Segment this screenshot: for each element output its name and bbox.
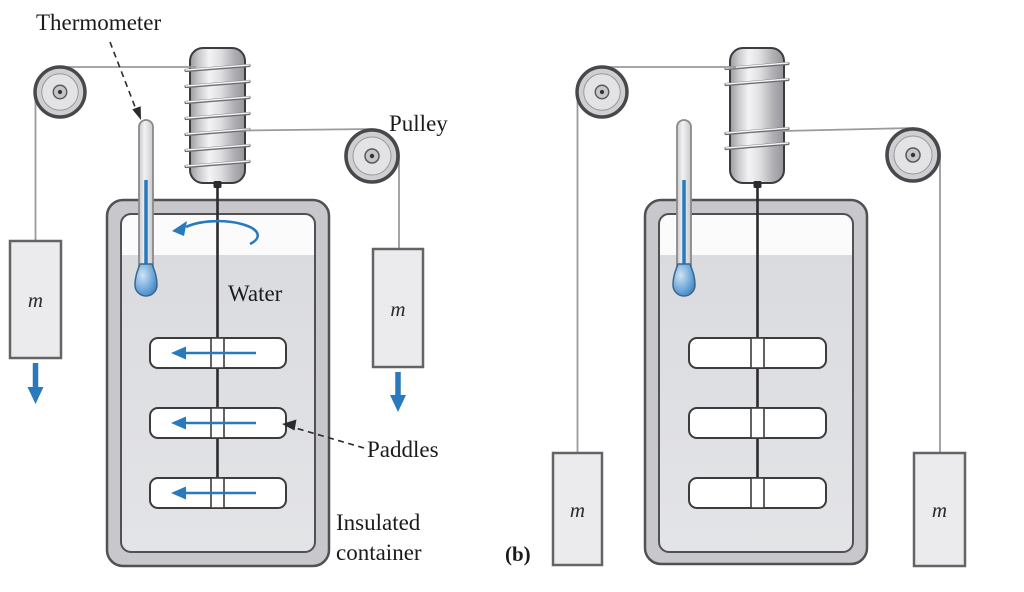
mass-block-left: m	[551, 451, 604, 567]
drum-rope-coils	[184, 63, 251, 169]
paddle-flow-arrow	[171, 486, 256, 500]
mass-label: m	[570, 498, 585, 522]
mass-label: m	[28, 288, 43, 312]
paddle-flow-arrow	[171, 416, 256, 430]
thermometer-leader-line	[109, 41, 141, 120]
panel-b-tag: (b)	[505, 542, 531, 566]
drum-shaft-joint	[753, 181, 762, 188]
mass-block-right: m	[912, 451, 967, 568]
water-label: Water	[228, 281, 283, 306]
pulley-label: Pulley	[389, 111, 448, 136]
thermometer-bulb	[134, 263, 158, 297]
insulated-container-label: Insulated container	[336, 510, 422, 565]
svg-text:Insulated: Insulated	[336, 510, 421, 535]
thermometer-bulb	[672, 263, 696, 297]
right-pulley	[344, 128, 400, 184]
left-pulley	[575, 65, 629, 119]
paddle-hub	[750, 337, 765, 369]
paddle-assembly	[688, 337, 827, 509]
drum-shaft-joint	[213, 181, 222, 188]
panel-a: m m Thermometer Pulley Water Paddles	[8, 10, 448, 568]
winding-drum	[184, 47, 251, 188]
drum-rope-coils	[724, 61, 790, 151]
thermometer	[672, 119, 696, 297]
paddle-hub	[750, 477, 765, 509]
rotation-arrow	[172, 219, 260, 246]
paddles-label: Paddles	[367, 437, 439, 462]
mass-label: m	[932, 498, 947, 522]
panel-b: m m (b)	[505, 47, 967, 568]
mass-label: m	[390, 297, 405, 321]
paddle-assembly	[149, 337, 287, 509]
gravity-arrow-left	[27, 363, 44, 404]
gravity-arrow-right	[390, 372, 406, 412]
winding-drum	[724, 47, 790, 188]
paddle-flow-arrow	[171, 346, 256, 360]
mass-block-left: m	[8, 239, 63, 360]
thermometer	[134, 119, 158, 297]
thermometer-label: Thermometer	[36, 10, 162, 35]
mass-block-right: m	[371, 247, 425, 369]
right-pulley	[885, 127, 941, 183]
paddles-leader-line	[282, 419, 365, 449]
svg-text:container: container	[336, 540, 422, 565]
paddle-hub	[750, 407, 765, 439]
container-inner-outline	[658, 213, 854, 553]
left-pulley	[33, 65, 87, 119]
